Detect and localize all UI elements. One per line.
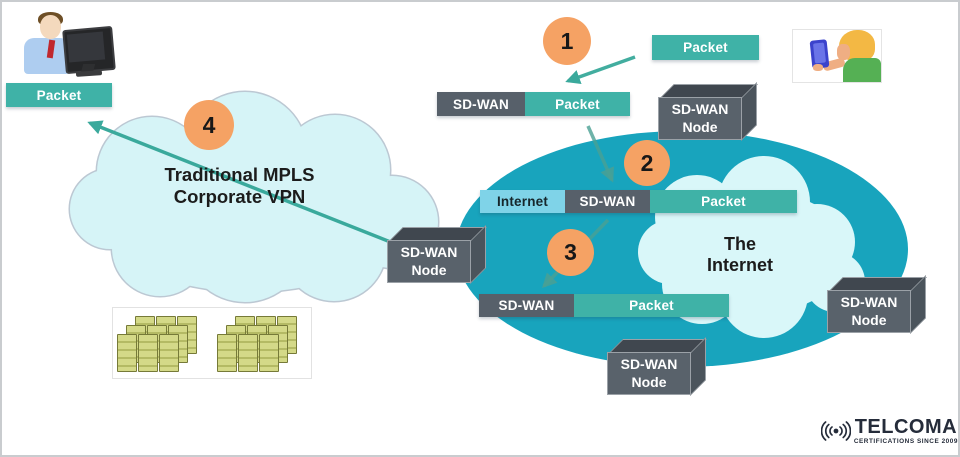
sdwan-node-label: SD-WAN Node bbox=[840, 294, 898, 328]
encap2-packet-segment: Packet bbox=[650, 190, 797, 213]
encap1-sdwan-segment: SD-WAN bbox=[437, 92, 525, 116]
sdwan-node-label: SD-WAN Node bbox=[400, 244, 458, 278]
encap-row-2: Internet SD-WAN Packet bbox=[480, 190, 797, 213]
server-tower bbox=[259, 334, 279, 372]
packet-label: Packet bbox=[652, 35, 759, 60]
encap3-sdwan-segment: SD-WAN bbox=[479, 294, 574, 317]
smartphone-screen bbox=[812, 42, 827, 64]
monitor-screen bbox=[66, 31, 106, 63]
node-front-face: SD-WAN Node bbox=[658, 97, 742, 140]
encap-row-1: SD-WAN Packet bbox=[437, 92, 630, 116]
encap3-packet-segment: Packet bbox=[574, 294, 729, 317]
sdwan-node-left: SD-WAN Node bbox=[387, 225, 487, 284]
encap-row-3: SD-WAN Packet bbox=[479, 294, 729, 317]
server-cluster bbox=[117, 314, 205, 372]
mobile-user-hand bbox=[813, 64, 823, 71]
server-tower bbox=[217, 334, 237, 372]
mobile-user-clipart bbox=[792, 29, 882, 83]
sdwan-node-right-top: SD-WAN Node bbox=[658, 82, 758, 141]
step-badge-1: 1 bbox=[543, 17, 591, 65]
mobile-user-face bbox=[837, 44, 850, 60]
internet-cloud-label: The Internet bbox=[706, 234, 773, 276]
packet-label: Packet bbox=[6, 83, 112, 107]
node-front-face: SD-WAN Node bbox=[607, 352, 691, 395]
step-badge-4: 4 bbox=[184, 100, 234, 150]
packet-box-source: Packet bbox=[652, 35, 759, 60]
mobile-user-shirt bbox=[843, 58, 881, 82]
server-tower bbox=[238, 334, 258, 372]
node-front-face: SD-WAN Node bbox=[827, 290, 911, 333]
server-cluster bbox=[217, 314, 305, 372]
telcoma-signal-icon bbox=[820, 421, 851, 441]
sdwan-node-label: SD-WAN Node bbox=[671, 101, 729, 135]
arrow-step2 bbox=[586, 125, 614, 183]
telcoma-logo: TELCOMA CERTIFICATIONS SINCE 2009 bbox=[820, 412, 958, 450]
step-badge-3: 3 bbox=[547, 229, 594, 276]
server-tower bbox=[159, 334, 179, 372]
step-badge-2: 2 bbox=[624, 140, 670, 186]
sdwan-node-bottom: SD-WAN Node bbox=[607, 337, 707, 396]
server-farm-clipart bbox=[112, 307, 312, 379]
node-front-face: SD-WAN Node bbox=[387, 240, 471, 283]
sdwan-node-right: SD-WAN Node bbox=[827, 275, 927, 334]
packet-box-destination: Packet bbox=[6, 83, 112, 107]
user-computer-clipart bbox=[24, 12, 116, 77]
encap2-sdwan-segment: SD-WAN bbox=[565, 190, 650, 213]
server-tower bbox=[138, 334, 158, 372]
user-head bbox=[40, 15, 61, 39]
server-tower bbox=[117, 334, 137, 372]
sdwan-node-label: SD-WAN Node bbox=[620, 356, 678, 390]
telcoma-brand-text: TELCOMA bbox=[854, 416, 958, 438]
telcoma-tagline-text: CERTIFICATIONS SINCE 2009 bbox=[853, 438, 958, 445]
mpls-cloud-label: Traditional MPLS Corporate VPN bbox=[164, 164, 315, 207]
encap1-packet-segment: Packet bbox=[525, 92, 630, 116]
encap2-internet-segment: Internet bbox=[480, 190, 565, 213]
telcoma-wordmark: TELCOMA CERTIFICATIONS SINCE 2009 bbox=[854, 417, 958, 445]
monitor-base bbox=[75, 70, 103, 77]
